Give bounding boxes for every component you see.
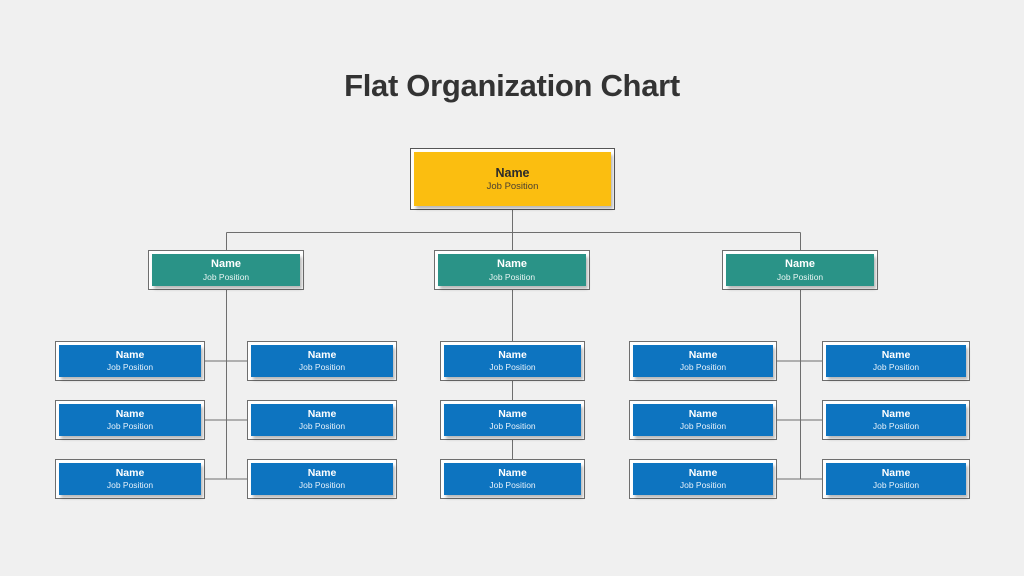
org-node-name: Name bbox=[307, 467, 337, 480]
org-node-fill: Name Job Position bbox=[826, 404, 966, 436]
org-node-staff-14[interactable]: Name Job Position bbox=[629, 459, 777, 499]
org-node-name: Name bbox=[785, 258, 815, 271]
org-node-staff-13[interactable]: Name Job Position bbox=[822, 400, 970, 440]
org-node-fill: Name Job Position bbox=[59, 404, 201, 436]
org-node-manager-3[interactable]: Name Job Position bbox=[722, 250, 878, 290]
org-node-name: Name bbox=[211, 258, 241, 271]
org-node-staff-6[interactable]: Name Job Position bbox=[247, 459, 397, 499]
org-node-fill: Name Job Position bbox=[444, 404, 581, 436]
org-node-position: Job Position bbox=[679, 421, 727, 432]
org-node-staff-7[interactable]: Name Job Position bbox=[440, 341, 585, 381]
org-node-manager-2[interactable]: Name Job Position bbox=[434, 250, 590, 290]
org-node-position: Job Position bbox=[298, 480, 346, 491]
org-node-position: Job Position bbox=[872, 362, 920, 373]
org-node-position: Job Position bbox=[106, 421, 154, 432]
org-node-position: Job Position bbox=[202, 271, 250, 282]
org-node-fill: Name Job Position bbox=[633, 463, 773, 495]
org-node-position: Job Position bbox=[486, 180, 539, 192]
org-node-staff-4[interactable]: Name Job Position bbox=[247, 400, 397, 440]
org-node-fill: Name Job Position bbox=[726, 254, 874, 286]
org-node-fill: Name Job Position bbox=[251, 463, 393, 495]
org-node-fill: Name Job Position bbox=[251, 404, 393, 436]
org-node-name: Name bbox=[495, 165, 530, 180]
org-node-name: Name bbox=[307, 408, 337, 421]
org-node-position: Job Position bbox=[106, 480, 154, 491]
org-node-fill: Name Job Position bbox=[444, 345, 581, 377]
org-node-fill: Name Job Position bbox=[251, 345, 393, 377]
org-node-position: Job Position bbox=[106, 362, 154, 373]
org-node-position: Job Position bbox=[298, 421, 346, 432]
org-node-fill: Name Job Position bbox=[152, 254, 300, 286]
org-node-name: Name bbox=[881, 408, 911, 421]
org-node-name: Name bbox=[498, 467, 527, 480]
org-node-name: Name bbox=[498, 408, 527, 421]
org-node-fill: Name Job Position bbox=[444, 463, 581, 495]
org-node-name: Name bbox=[881, 467, 911, 480]
org-node-name: Name bbox=[115, 408, 145, 421]
org-node-staff-12[interactable]: Name Job Position bbox=[629, 400, 777, 440]
org-node-name: Name bbox=[688, 349, 718, 362]
org-node-name: Name bbox=[881, 349, 911, 362]
org-node-manager-1[interactable]: Name Job Position bbox=[148, 250, 304, 290]
org-node-fill: Name Job Position bbox=[59, 345, 201, 377]
org-node-fill: Name Job Position bbox=[826, 345, 966, 377]
org-node-position: Job Position bbox=[679, 480, 727, 491]
org-node-position: Job Position bbox=[298, 362, 346, 373]
org-node-staff-1[interactable]: Name Job Position bbox=[55, 341, 205, 381]
page-title: Flat Organization Chart bbox=[344, 68, 680, 103]
org-node-position: Job Position bbox=[872, 421, 920, 432]
org-node-staff-15[interactable]: Name Job Position bbox=[822, 459, 970, 499]
org-node-staff-5[interactable]: Name Job Position bbox=[55, 459, 205, 499]
org-node-name: Name bbox=[497, 258, 527, 271]
org-node-fill: Name Job Position bbox=[633, 345, 773, 377]
org-node-fill: Name Job Position bbox=[633, 404, 773, 436]
org-node-position: Job Position bbox=[776, 271, 824, 282]
org-node-name: Name bbox=[688, 408, 718, 421]
org-node-fill: Name Job Position bbox=[59, 463, 201, 495]
org-node-staff-10[interactable]: Name Job Position bbox=[629, 341, 777, 381]
org-node-position: Job Position bbox=[489, 421, 536, 432]
org-node-position: Job Position bbox=[489, 480, 536, 491]
org-node-staff-9[interactable]: Name Job Position bbox=[440, 459, 585, 499]
org-node-staff-3[interactable]: Name Job Position bbox=[55, 400, 205, 440]
org-node-fill: Name Job Position bbox=[438, 254, 586, 286]
org-node-name: Name bbox=[498, 349, 527, 362]
org-node-position: Job Position bbox=[489, 362, 536, 373]
org-node-fill: Name Job Position bbox=[826, 463, 966, 495]
org-node-fill: Name Job Position bbox=[414, 152, 611, 206]
org-node-name: Name bbox=[115, 467, 145, 480]
org-node-name: Name bbox=[307, 349, 337, 362]
org-node-staff-8[interactable]: Name Job Position bbox=[440, 400, 585, 440]
org-node-name: Name bbox=[115, 349, 145, 362]
org-node-position: Job Position bbox=[872, 480, 920, 491]
org-node-root[interactable]: Name Job Position bbox=[410, 148, 615, 210]
org-node-staff-11[interactable]: Name Job Position bbox=[822, 341, 970, 381]
org-node-position: Job Position bbox=[488, 271, 536, 282]
org-node-position: Job Position bbox=[679, 362, 727, 373]
org-node-staff-2[interactable]: Name Job Position bbox=[247, 341, 397, 381]
org-node-name: Name bbox=[688, 467, 718, 480]
